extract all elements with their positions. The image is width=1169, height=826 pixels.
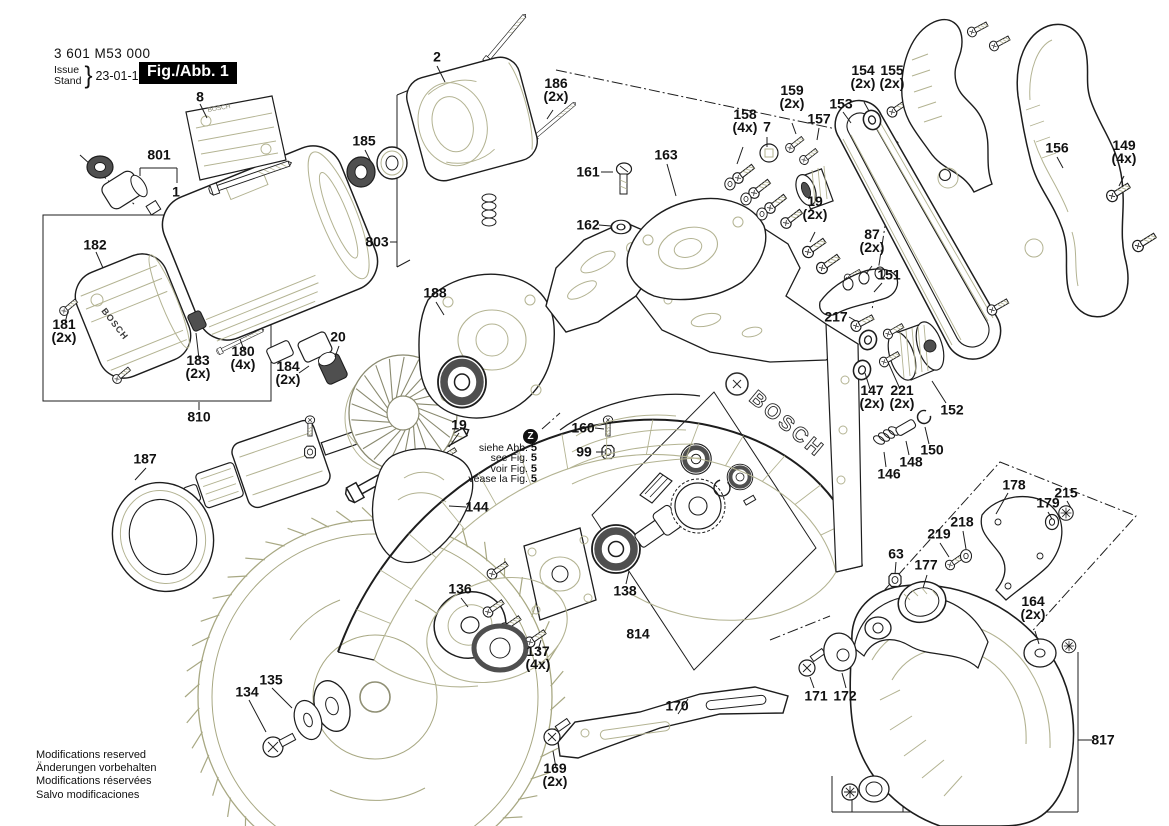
brand-text-plate: BOSCH [207,103,231,114]
reference-note-line: see Fig. 5 [490,452,537,465]
motor-pulley [795,165,834,210]
motor-screws [57,11,579,506]
modification-note-line: Änderungen vorbehalten [36,762,157,775]
bearing-flange [418,273,555,419]
motor-end-cap: BOSCH [74,253,192,379]
blade-pulley [887,321,945,381]
figure-badge: Fig./Abb. 1 [139,62,237,84]
air-baffle [371,448,474,564]
brace-glyph: } [84,61,93,90]
reference-note-line: véase la Fig. 5 [468,472,537,485]
belt-drive [795,96,1002,445]
belt-covers [901,18,1159,318]
gear-cover-plate [480,527,597,650]
issue-label: Issue [54,64,80,76]
upper-bracket [610,134,879,301]
document-part-number: 3 601 M53 000 [54,46,151,61]
lower-guard-assembly [798,495,1077,826]
modification-note-line: Modifications réservées [36,775,152,788]
leader-lines [64,65,1125,769]
stand-label: Stand [54,75,82,87]
saw-blade [184,507,566,826]
stator [346,56,538,227]
detent-parts [873,409,932,445]
blade-bolt-and-flange [262,680,351,758]
issue-date: 23-01-10 [95,69,146,83]
modification-note-line: Modifications reserved [36,749,147,761]
issue-stand-row: Issue Stand } 23-01-10 [54,61,146,90]
modification-note-line: Salvo modificaciones [36,788,140,801]
link-lever [543,686,789,759]
reference-note-line: voir Fig. 5 [490,462,537,475]
brand-text-housing: BOSCH [745,386,829,462]
gear-train [592,415,757,573]
z-marker-icon: Z [523,429,538,444]
motor-housing: BOSCH [161,95,379,342]
reference-note-line: siehe Abb. 5 [478,442,537,454]
